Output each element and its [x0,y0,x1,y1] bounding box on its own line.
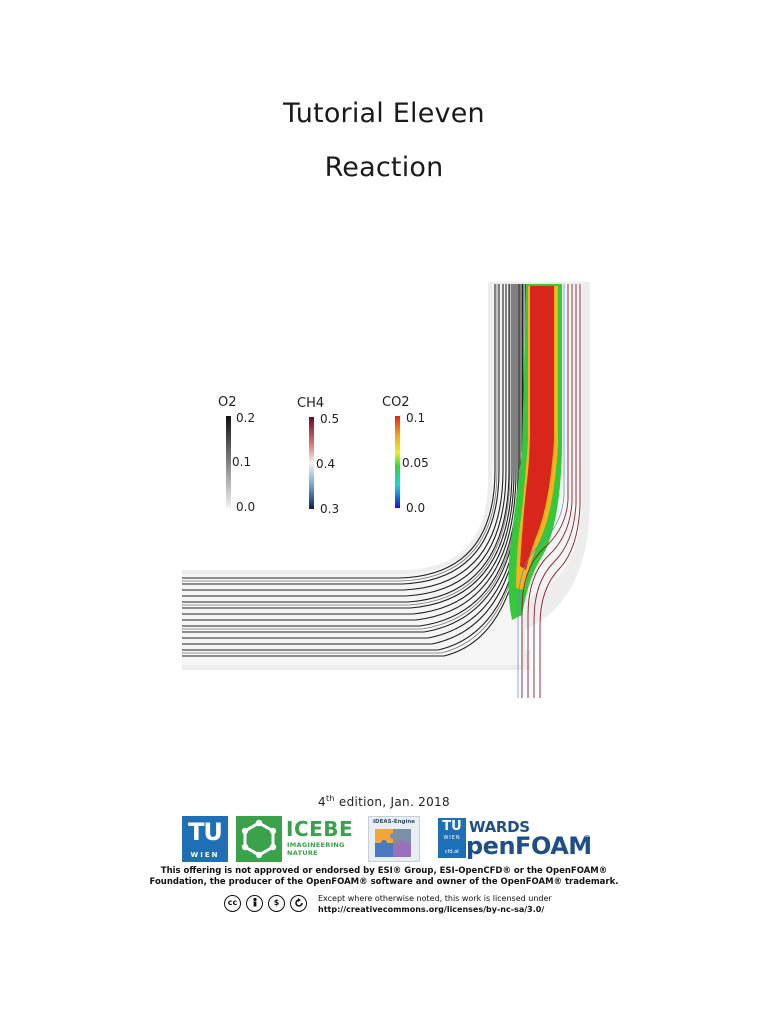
title-line-2: Reaction [324,152,444,183]
tu-wien-logo-wien: WIEN [190,851,220,859]
edition-date: edition, Jan. 2018 [334,795,450,809]
co2-reaction-core [520,286,554,570]
logo-strip: TU WIEN ICEBE IMAGINEERING NATURE IDEAS-… [182,816,592,864]
legend-co2-max: 0.1 [406,411,425,425]
license-url[interactable]: http://creativecommons.org/licenses/by-n… [318,905,545,914]
legend-ch4-title: CH4 [297,396,324,411]
title-line-1: Tutorial Eleven [283,98,485,129]
tu-wien-logo: TU WIEN [182,816,228,862]
legend-co2-title: CO2 [382,395,410,410]
cc-by-person-icon [246,895,263,912]
legend-ch4: CH4 0.5 0.4 0.3 [297,396,339,516]
cc-sharealike-icon [290,895,307,912]
tu-wien-logo-letters: TU [188,818,223,846]
tw-openfoam: penFOAM [466,832,592,860]
puzzle-icon [375,829,411,857]
icebe-hexagon-icon [236,816,282,862]
disclaimer-line-2: Foundation, the producer of the OpenFOAM… [149,877,619,887]
legend-co2: CO2 0.1 0.05 0.0 [382,395,429,515]
legend-o2-mid: 0.1 [232,455,251,469]
tw-box-letters: TU [442,819,462,834]
tw-wards: WARDS [469,818,530,836]
pipe-core [182,284,582,665]
ideas-engine-logo: IDEAS-Engine [368,816,420,862]
icebe-tagline-1: IMAGINEERING [287,841,345,849]
license-block: cc $ Except where otherwise noted, this … [224,893,584,919]
tw-registered-mark: ® [583,834,591,843]
edition-suffix: th [325,794,335,803]
legend-co2-min: 0.0 [406,501,425,515]
legend-o2-title: O2 [218,395,237,410]
ch4-streamlines [521,284,581,698]
legend-o2-colorbar [226,416,231,508]
legend-ch4-mid: 0.4 [316,457,335,471]
towards-openfoam-tu-box: TU WIEN cfd.at [438,818,466,858]
legend-ch4-colorbar [309,417,314,509]
ch4-streamlines-blue [517,284,565,698]
icebe-tagline-2: NATURE [287,849,318,857]
icebe-wordmark: ICEBE IMAGINEERING NATURE [286,816,366,862]
license-statement: Except where otherwise noted, this work … [318,894,552,903]
legend-o2-min: 0.0 [236,500,255,514]
legend-o2-max: 0.2 [236,411,255,425]
legend-co2-colorbar [395,416,400,508]
tw-box-wien: WIEN [443,835,461,841]
legend-co2-mid: 0.05 [402,456,429,470]
tw-box-url: cfd.at [444,849,460,855]
cc-icon: cc [224,895,241,912]
edition-number: 4 [318,795,326,809]
towards-openfoam-logo: TU WIEN cfd.at WARDS penFOAM ® [438,816,592,862]
disclaimer-line-1: This offering is not approved or endorse… [160,866,608,876]
icebe-name: ICEBE [286,817,354,841]
legend-ch4-min: 0.3 [320,502,339,516]
legend-o2: O2 0.2 0.1 0.0 [218,395,255,514]
trademark-disclaimer: This offering is not approved or endorse… [0,866,768,888]
ideas-engine-caption: IDEAS-Engine [372,819,415,825]
cc-noncommercial-icon: $ [268,895,285,912]
edition-line: 4th edition, Jan. 2018 [0,794,768,809]
legend-ch4-max: 0.5 [320,412,339,426]
elbow-reaction-figure: O2 0.2 0.1 0.0 CH4 0.5 0.4 0.3 CO2 0.1 0… [182,282,590,698]
